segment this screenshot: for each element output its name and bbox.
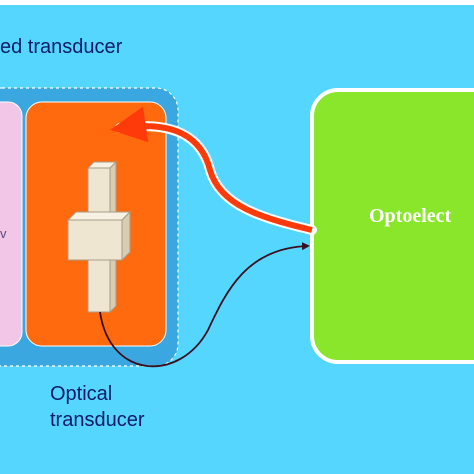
- signal-return-arrow: [99, 242, 310, 368]
- optical-transducer-label: Optical transducer: [50, 381, 145, 433]
- integrated-transducer-label: ed transducer: [0, 36, 123, 58]
- pink-block: [0, 101, 23, 347]
- pink-block-label-fragment: v: [0, 226, 7, 241]
- optoelectronic-label: Optoelect: [369, 205, 452, 227]
- optical-input-arrow-red: [110, 106, 313, 233]
- optical-label-line2: transducer: [50, 409, 145, 431]
- transducer-element: [66, 160, 132, 314]
- optical-label-line1: Optical: [50, 383, 113, 405]
